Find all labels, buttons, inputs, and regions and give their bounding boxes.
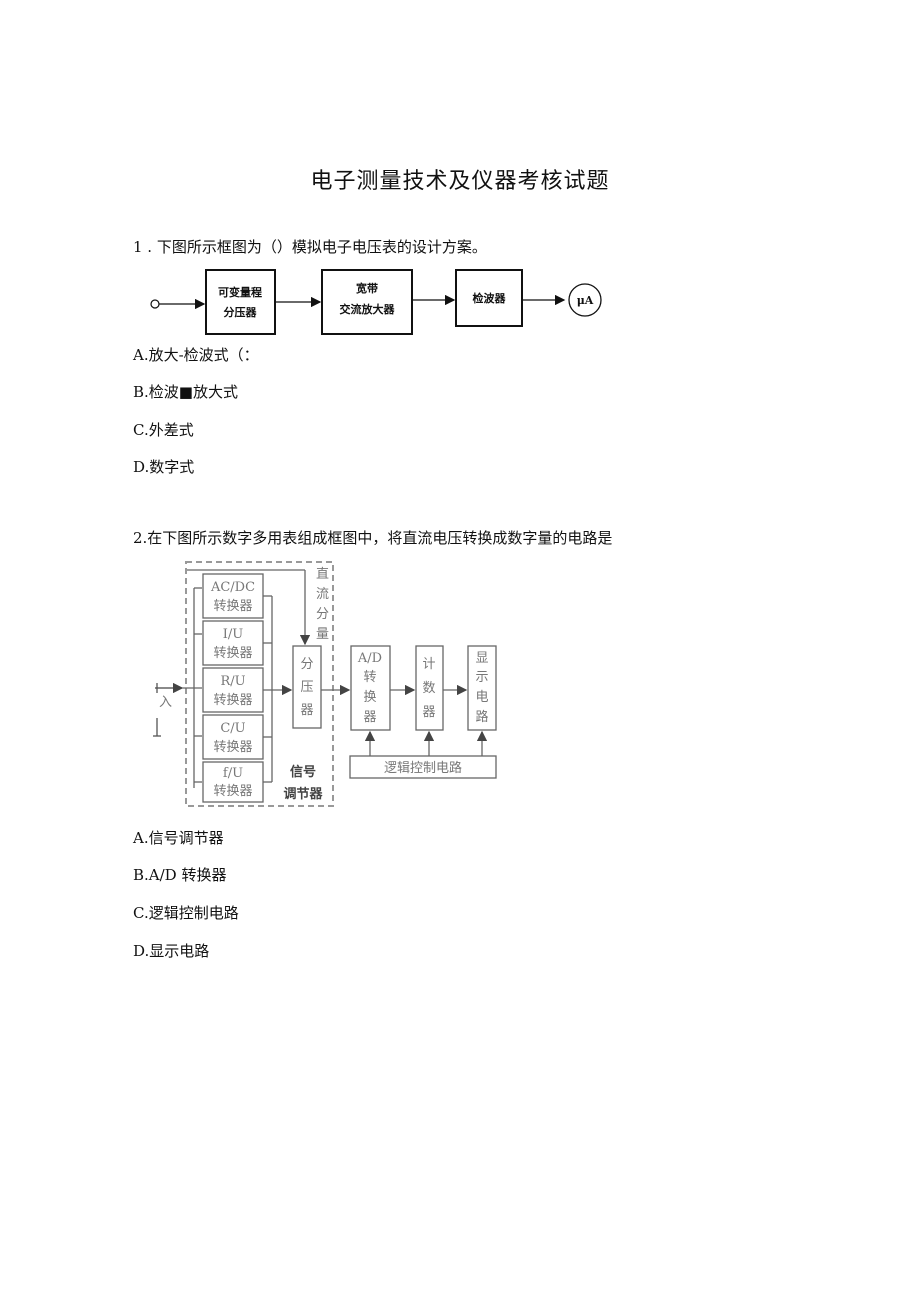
question-2-option-c[interactable]: C.逻辑控制电路	[133, 904, 239, 922]
counter-label-2: 数	[422, 681, 435, 696]
input-terminal	[150, 299, 160, 309]
ru-converter-label-1: R/U	[220, 674, 245, 689]
detector-block	[455, 269, 523, 327]
voltmeter-block-diagram: 可变量程 分压器 宽带 交流放大器 检波器 μA	[150, 269, 602, 335]
range-divider-label-2: 分压器	[224, 305, 258, 319]
dc-component-label-3: 分	[316, 607, 329, 622]
ru-converter-label-2: 转换器	[213, 693, 252, 708]
ad-label-2: 转	[363, 670, 376, 685]
divider-label-1: 分	[300, 657, 313, 672]
range-divider-label-1: 可变量程	[218, 285, 262, 299]
iu-converter-label-2: 转换器	[213, 646, 252, 661]
fu-converter-label-2: 转换器	[213, 784, 252, 799]
microammeter-icon	[568, 283, 602, 317]
logic-control-block	[349, 755, 497, 779]
ad-label-1: A/D	[357, 651, 382, 666]
cu-converter-label-2: 转换器	[213, 740, 252, 755]
page-title: 电子测量技术及仪器考核试题	[310, 169, 610, 194]
multimeter-block-diagram: 入 AC/DC 转换器 I/U 转换器 R/U 转换器 C/U 转换器 f/U …	[153, 561, 497, 807]
wideband-amplifier-block	[321, 269, 413, 335]
meter-label: μA	[577, 294, 594, 307]
ad-converter-block	[350, 645, 391, 731]
display-label-1: 显	[475, 651, 488, 666]
ad-label-3: 换	[363, 690, 376, 705]
cu-converter-label-1: C/U	[220, 721, 245, 736]
signal-conditioner-label-1: 信号	[290, 764, 316, 780]
question-2-option-b[interactable]: B.A/D 转换器	[133, 866, 227, 884]
question-1-stem: 1 . 下图所示框图为（）模拟电子电压表的设计方案。	[133, 238, 487, 256]
fu-converter-block	[202, 761, 264, 803]
detector-label: 检波器	[473, 291, 507, 305]
question-2-option-d[interactable]: D.显示电路	[133, 942, 210, 960]
dc-component-label-1: 直	[316, 567, 329, 582]
display-circuit-block	[467, 645, 497, 731]
acdc-converter-label-1: AC/DC	[210, 580, 255, 595]
divider-label-2: 压	[300, 680, 313, 695]
ru-converter-block	[202, 667, 264, 713]
display-label-2: 示	[475, 670, 488, 685]
iu-converter-label-1: I/U	[223, 627, 244, 642]
question-1-option-a[interactable]: A.放大-检波式（：	[133, 346, 259, 364]
question-2-option-a[interactable]: A.信号调节器	[133, 829, 224, 847]
fu-converter-label-1: f/U	[223, 766, 243, 781]
amplifier-label-1: 宽带	[355, 281, 378, 295]
range-divider-block	[205, 269, 276, 335]
voltage-divider-block	[292, 645, 322, 729]
question-1-option-d[interactable]: D.数字式	[133, 458, 195, 476]
input-label: 入	[159, 695, 172, 710]
logic-control-label: 逻辑控制电路	[384, 760, 462, 776]
divider-label-3: 器	[300, 703, 313, 718]
signal-conditioner-label-2: 调节器	[283, 786, 323, 802]
dc-component-label-2: 流	[316, 587, 329, 602]
acdc-converter-block	[202, 573, 264, 619]
dc-component-label-4: 量	[316, 627, 329, 642]
amplifier-label-2: 交流放大器	[340, 302, 396, 316]
signal-conditioner-boundary	[185, 561, 334, 807]
counter-label-3: 器	[422, 705, 435, 720]
counter-block	[415, 645, 444, 731]
question-2-stem: 2.在下图所示数字多用表组成框图中，将直流电压转换成数字量的电路是	[133, 529, 613, 547]
counter-label-1: 计	[422, 657, 435, 672]
question-1-option-b[interactable]: B.检波■放大式	[133, 383, 238, 401]
display-label-4: 路	[475, 709, 488, 725]
question-1-option-c[interactable]: C.外差式	[133, 421, 194, 439]
display-label-3: 电	[475, 690, 488, 705]
ad-label-4: 器	[363, 710, 376, 725]
acdc-converter-label-2: 转换器	[213, 599, 252, 614]
